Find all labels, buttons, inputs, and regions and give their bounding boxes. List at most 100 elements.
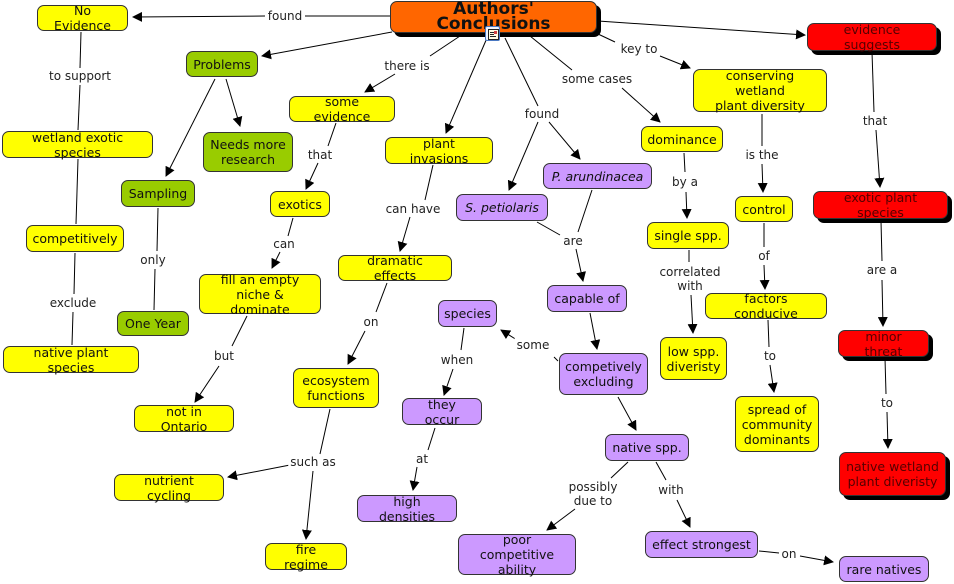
link-line [874,129,885,188]
link-line [305,162,319,190]
link-line [364,73,396,93]
link-line [319,408,331,455]
link-line [424,164,434,201]
node-spread-of-community-dominants[interactable]: spread of community dominants [735,396,819,452]
node-native-plant-species[interactable]: native plant species [3,345,139,375]
node-dramatic-effects[interactable]: dramatic effects [338,253,452,283]
node-sampling[interactable]: Sampling [121,180,195,207]
link-label-such-as: such as [288,455,338,469]
link-line [271,251,281,269]
link-label-on: on [361,315,381,329]
link-label-found: found [265,9,305,23]
node-they-occur[interactable]: they occur [402,397,482,427]
node-single-spp[interactable]: single spp. [647,222,729,249]
node-conserving-wetland-plant-diversity[interactable]: conserving wetland plant diversity [693,68,827,113]
link-line [153,268,156,311]
link-label-to: to [761,349,779,363]
node-plant-invasions[interactable]: plant invasions [385,136,493,166]
link-label-can: can [271,237,297,251]
link-line [287,217,294,237]
node-root-authors-conclusions[interactable]: Authors' Conclusions [390,1,597,33]
node-wetland-exotic-species[interactable]: wetland exotic species [2,130,153,160]
link-label-there-is: there is [382,59,432,73]
node-nutrient-cycling[interactable]: nutrient cycling [114,473,224,503]
node-effect-strongest[interactable]: effect strongest [645,531,758,558]
link-label-some-cases: some cases [559,72,635,86]
link-line [427,427,436,451]
link-such-as-fire [301,470,314,540]
link-label-on-2: on [779,547,799,561]
link-line [880,220,883,262]
link-label-are: are [561,234,585,248]
node-minor-threat[interactable]: minor threat [838,329,929,359]
link-line [884,357,887,395]
node-native-wetland-plant-diversity[interactable]: native wetland plant diveristy [839,452,946,496]
link-line [71,311,74,346]
node-evidence-suggests[interactable]: evidence suggests [807,22,937,52]
node-capable-of[interactable]: capable of [547,285,627,312]
node-some-evidence[interactable]: some evidence [289,94,395,124]
link-label-that: that [305,148,335,162]
link-found-no-evidence [132,11,266,22]
node-fill-empty-niche[interactable]: fill an empty niche & dominate [199,272,321,317]
node-exotics[interactable]: exotics [270,191,330,217]
link-line [546,508,576,531]
link-label-when: when [438,353,476,367]
node-needs-more-research[interactable]: Needs more research [203,132,293,172]
node-s-petiolaris[interactable]: S. petiolaris [456,194,548,221]
node-rare-natives[interactable]: rare natives [839,556,929,582]
node-native-spp[interactable]: native spp. [605,434,689,461]
link-line [429,35,461,57]
link-label-found-2: found [522,107,562,121]
link-line [73,252,76,295]
node-species[interactable]: species [438,300,497,327]
node-not-in-ontario[interactable]: not in Ontario [134,404,234,434]
link-label-exclude: exclude [47,296,99,310]
node-exotic-plant-species[interactable]: exotic plant species [813,190,948,220]
node-fire-regime[interactable]: fire regime [265,542,347,572]
node-control[interactable]: control [735,196,793,222]
node-ecosystem-functions[interactable]: ecosystem functions [293,368,379,408]
node-one-year[interactable]: One Year [117,311,189,336]
link-line [871,51,875,113]
link-line [375,282,388,313]
link-root-evidence-suggests [597,20,806,40]
link-label-are-a: are a [864,263,900,277]
node-competively-excluding[interactable]: competively excluding [559,353,648,395]
link-line [548,121,581,160]
link-line [681,191,692,219]
node-high-densities[interactable]: high densities [357,494,457,524]
link-label-some: some [514,338,552,352]
node-factors-conducive[interactable]: factors conducive [705,291,827,321]
link-line [397,216,411,252]
node-low-spp-diversity[interactable]: low spp. diveristy [660,337,727,380]
node-competitively[interactable]: competitively [26,225,124,252]
link-line [758,550,780,554]
link-line [799,555,834,566]
link-line [75,158,79,225]
document-resource-icon[interactable] [485,26,500,41]
link-line [444,37,488,134]
link-line [767,319,770,348]
link-line [409,466,420,491]
link-label-of: of [756,249,772,263]
link-root-problems [261,31,393,60]
node-no-evidence[interactable]: No Evidence [37,3,128,33]
node-problems[interactable]: Problems [186,51,258,77]
link-line [610,461,629,479]
link-line [507,121,539,191]
node-poor-competitive-ability[interactable]: poor competitive ability [458,532,576,577]
link-label-possibly-due-to: possibly due to [566,480,620,508]
link-line [577,189,593,233]
node-p-arundinacea[interactable]: P. arundinacea [543,163,652,189]
link-line [617,396,637,431]
link-line [442,368,454,396]
link-line [77,84,81,131]
node-dominance[interactable]: dominance [641,126,723,152]
link-such-as-nutrient [227,464,291,481]
link-label-to-support: to support [47,69,113,83]
link-line [683,152,686,173]
link-line [500,329,518,341]
